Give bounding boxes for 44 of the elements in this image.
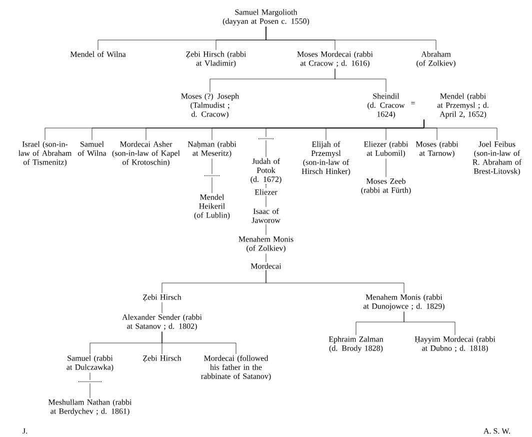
tree-line — [404, 311, 456, 336]
person-entry: Ẓebi Hirsch (rabbi at Vladimir) — [186, 51, 246, 68]
person-entry: Samuel (rabbi at Dulczawka) — [66, 355, 114, 372]
person-entry: Mordecai (followed his father in the rabbinate of Satanov) — [201, 355, 271, 381]
tree-line — [266, 26, 436, 50]
tree-line — [334, 68, 386, 92]
person-entry: Sheindil (d. Cracow 1624) — [368, 93, 405, 118]
person-entry: Samuel Margolioth (dayyan at Posen c. 1550) — [222, 9, 310, 26]
person-entry: Israel (son-in-law of Abraham of Tismenitz) — [18, 141, 72, 166]
person-entry: Ḥayyim Mordecai (rabbi at Dubno ; d. 1818) — [414, 336, 496, 352]
person-entry: Mordecai — [250, 263, 282, 269]
person-entry: Mendel (rabbi at Przemysl ; d. April 2, 1652) — [437, 93, 488, 118]
person-entry: Moses Zeeb (rabbi at Fürth) — [361, 178, 411, 194]
person-entry: Ẓebi Hirsch — [143, 355, 182, 362]
person-entry: Elijah of Przemysl (son-in-law of Hirsch Hinker) — [302, 141, 350, 176]
person-entry: Mendel of Wilna — [70, 51, 126, 57]
tree-line — [162, 331, 236, 354]
person-entry: Eliezer — [254, 189, 278, 195]
person-entry: Ephraim Zalman (d. Brody 1828) — [328, 336, 384, 352]
person-entry: Menahem Monis (of Zolkiev) — [238, 236, 294, 252]
person-entry: Isaac of Jaworow — [252, 208, 280, 223]
tree-line — [424, 119, 498, 140]
person-entry: Moses Mordecai (rabbi at Cracow ; d. 1616) — [297, 51, 373, 68]
person-entry: Joel Feibus (son-in-law of R. Abraham of Brest-Litovsk) — [472, 141, 522, 176]
person-entry: Menahem Monis (rabbi at Dunojowce ; d. 1829) — [364, 294, 444, 310]
person-entry: Mordecai Asher (son-in-law of Kapel of Krotoschin) — [112, 141, 180, 166]
person-entry: Naḥman (rabbi at Meseritz) — [188, 141, 236, 158]
author-initials: A. S. W. — [484, 428, 510, 434]
person-entry: Alexander Sender (rabbi at Satanov ; d. 1802) — [122, 314, 202, 330]
person-entry: Moses (?) Joseph (Talmudist ; d. Cracow) — [181, 93, 239, 118]
person-entry: Samuel of Wilna — [78, 141, 106, 156]
person-entry: Eliezer (rabbi at Lubomil) — [364, 141, 408, 158]
tree-line — [266, 270, 404, 294]
marriage-sign: = — [411, 102, 415, 104]
person-entry: Judah of Potok (d. 1672) — [250, 158, 282, 184]
person-entry: Meshullam Nathan (rabbi at Berdychev ; d. 1861) — [48, 399, 132, 416]
ellipsis-dots: ........ — [204, 175, 220, 176]
person-entry: Mendel Heikeril (of Lublin) — [194, 194, 230, 220]
ellipsis-dots: ........ — [258, 138, 274, 140]
ellipsis-dots: ............ — [78, 381, 102, 382]
person-entry: Moses (rabbi at Tarnow) — [416, 141, 458, 158]
author-initials: J. — [22, 428, 28, 434]
person-entry: Ẓebi Hirsch — [143, 294, 182, 302]
person-entry: Abraham (of Zolkiev) — [416, 51, 456, 68]
